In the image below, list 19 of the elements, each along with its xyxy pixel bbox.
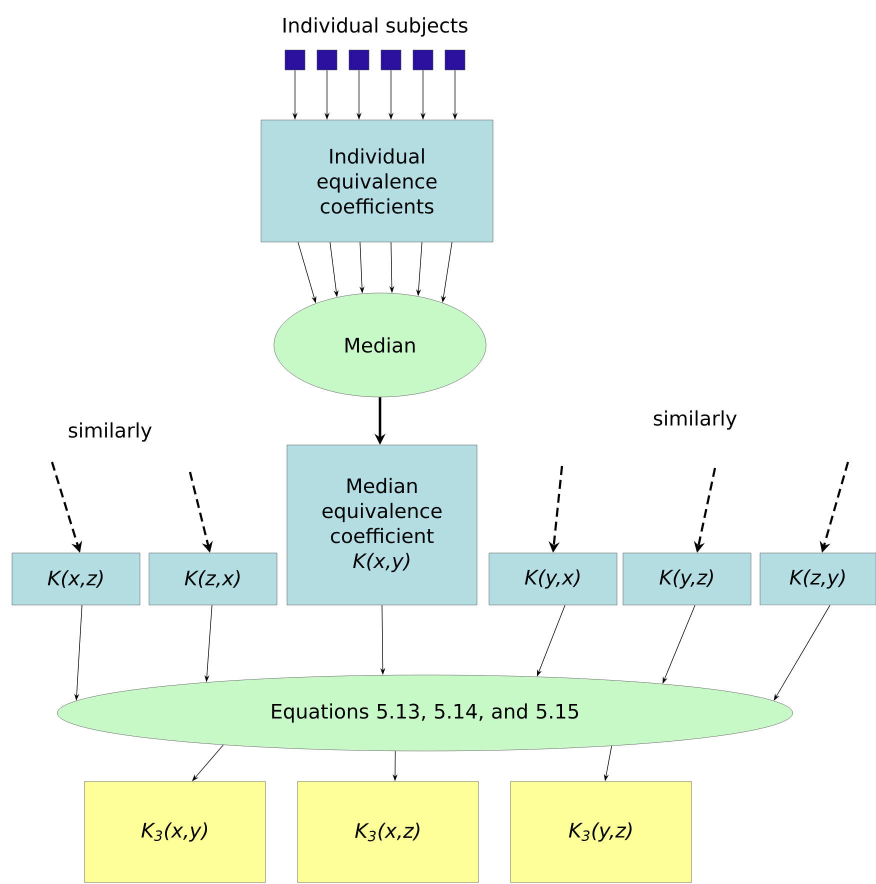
process-box: Individual equivalence coefficients <box>260 120 494 242</box>
process-box: K$_{3}$(y,z) <box>510 781 692 883</box>
process-box: K$_{3}$(x,y) <box>84 781 266 883</box>
label-text: similarly <box>654 410 737 430</box>
process-box: K(y,z) <box>622 552 752 606</box>
process-box: K(z,y) <box>760 552 876 606</box>
subject-square <box>284 50 306 70</box>
subject-square <box>444 50 466 70</box>
subject-square <box>380 50 402 70</box>
subject-square <box>316 50 338 70</box>
process-box: Median equivalence coefficient K(x,y) <box>286 444 478 606</box>
process-box: K(x,z) <box>12 552 140 606</box>
process-box: K(z,x) <box>148 552 278 606</box>
label-text: Individual subjects <box>284 17 468 37</box>
subject-square <box>412 50 434 70</box>
subject-square <box>348 50 370 70</box>
process-box: K(y,x) <box>488 552 618 606</box>
process-box: K$_{3}$(x,z) <box>297 781 479 883</box>
label-text: similarly <box>68 422 152 442</box>
